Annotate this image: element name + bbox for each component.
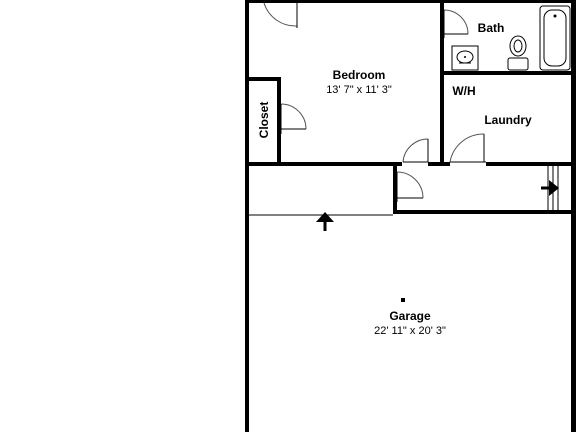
bath-door xyxy=(443,9,469,38)
bedroom-label: Bedroom xyxy=(333,68,386,82)
laundry-door xyxy=(449,133,486,163)
bedroom-south-wall xyxy=(245,162,402,166)
closet-door xyxy=(280,103,307,134)
arrow-right-icon xyxy=(541,180,559,196)
bedroom-east-wall xyxy=(440,0,444,165)
closet-north-wall xyxy=(245,77,281,81)
sink-icon xyxy=(451,45,479,71)
garage-dimensions: 22' 11" x 20' 3" xyxy=(374,325,446,337)
bath-label: Bath xyxy=(478,21,505,35)
west-exterior-wall xyxy=(245,0,249,432)
bedroom-dimensions: 13' 7" x 11' 3" xyxy=(326,84,392,96)
bedroom-entry-door xyxy=(263,2,298,28)
water-heater-label: W/H xyxy=(452,84,475,98)
toilet-icon xyxy=(507,35,529,71)
garage-north-wall xyxy=(393,210,576,214)
north-exterior-wall xyxy=(245,0,576,3)
bedroom-hall-door xyxy=(402,138,429,163)
garage-hall-door xyxy=(396,171,424,202)
closet-label: Closet xyxy=(257,102,271,139)
bath-south-wall xyxy=(440,71,576,75)
east-exterior-wall xyxy=(571,0,576,432)
arrow-up-icon xyxy=(316,212,334,231)
bedroom-south-wall-middle xyxy=(428,162,450,166)
bathtub-icon xyxy=(539,5,571,71)
garage-label: Garage xyxy=(389,309,431,323)
laundry-label: Laundry xyxy=(484,113,532,127)
center-marker-icon xyxy=(401,298,405,302)
hall-divider-wall xyxy=(393,166,397,214)
closet-east-wall xyxy=(277,77,281,165)
laundry-south-wall xyxy=(486,162,576,166)
